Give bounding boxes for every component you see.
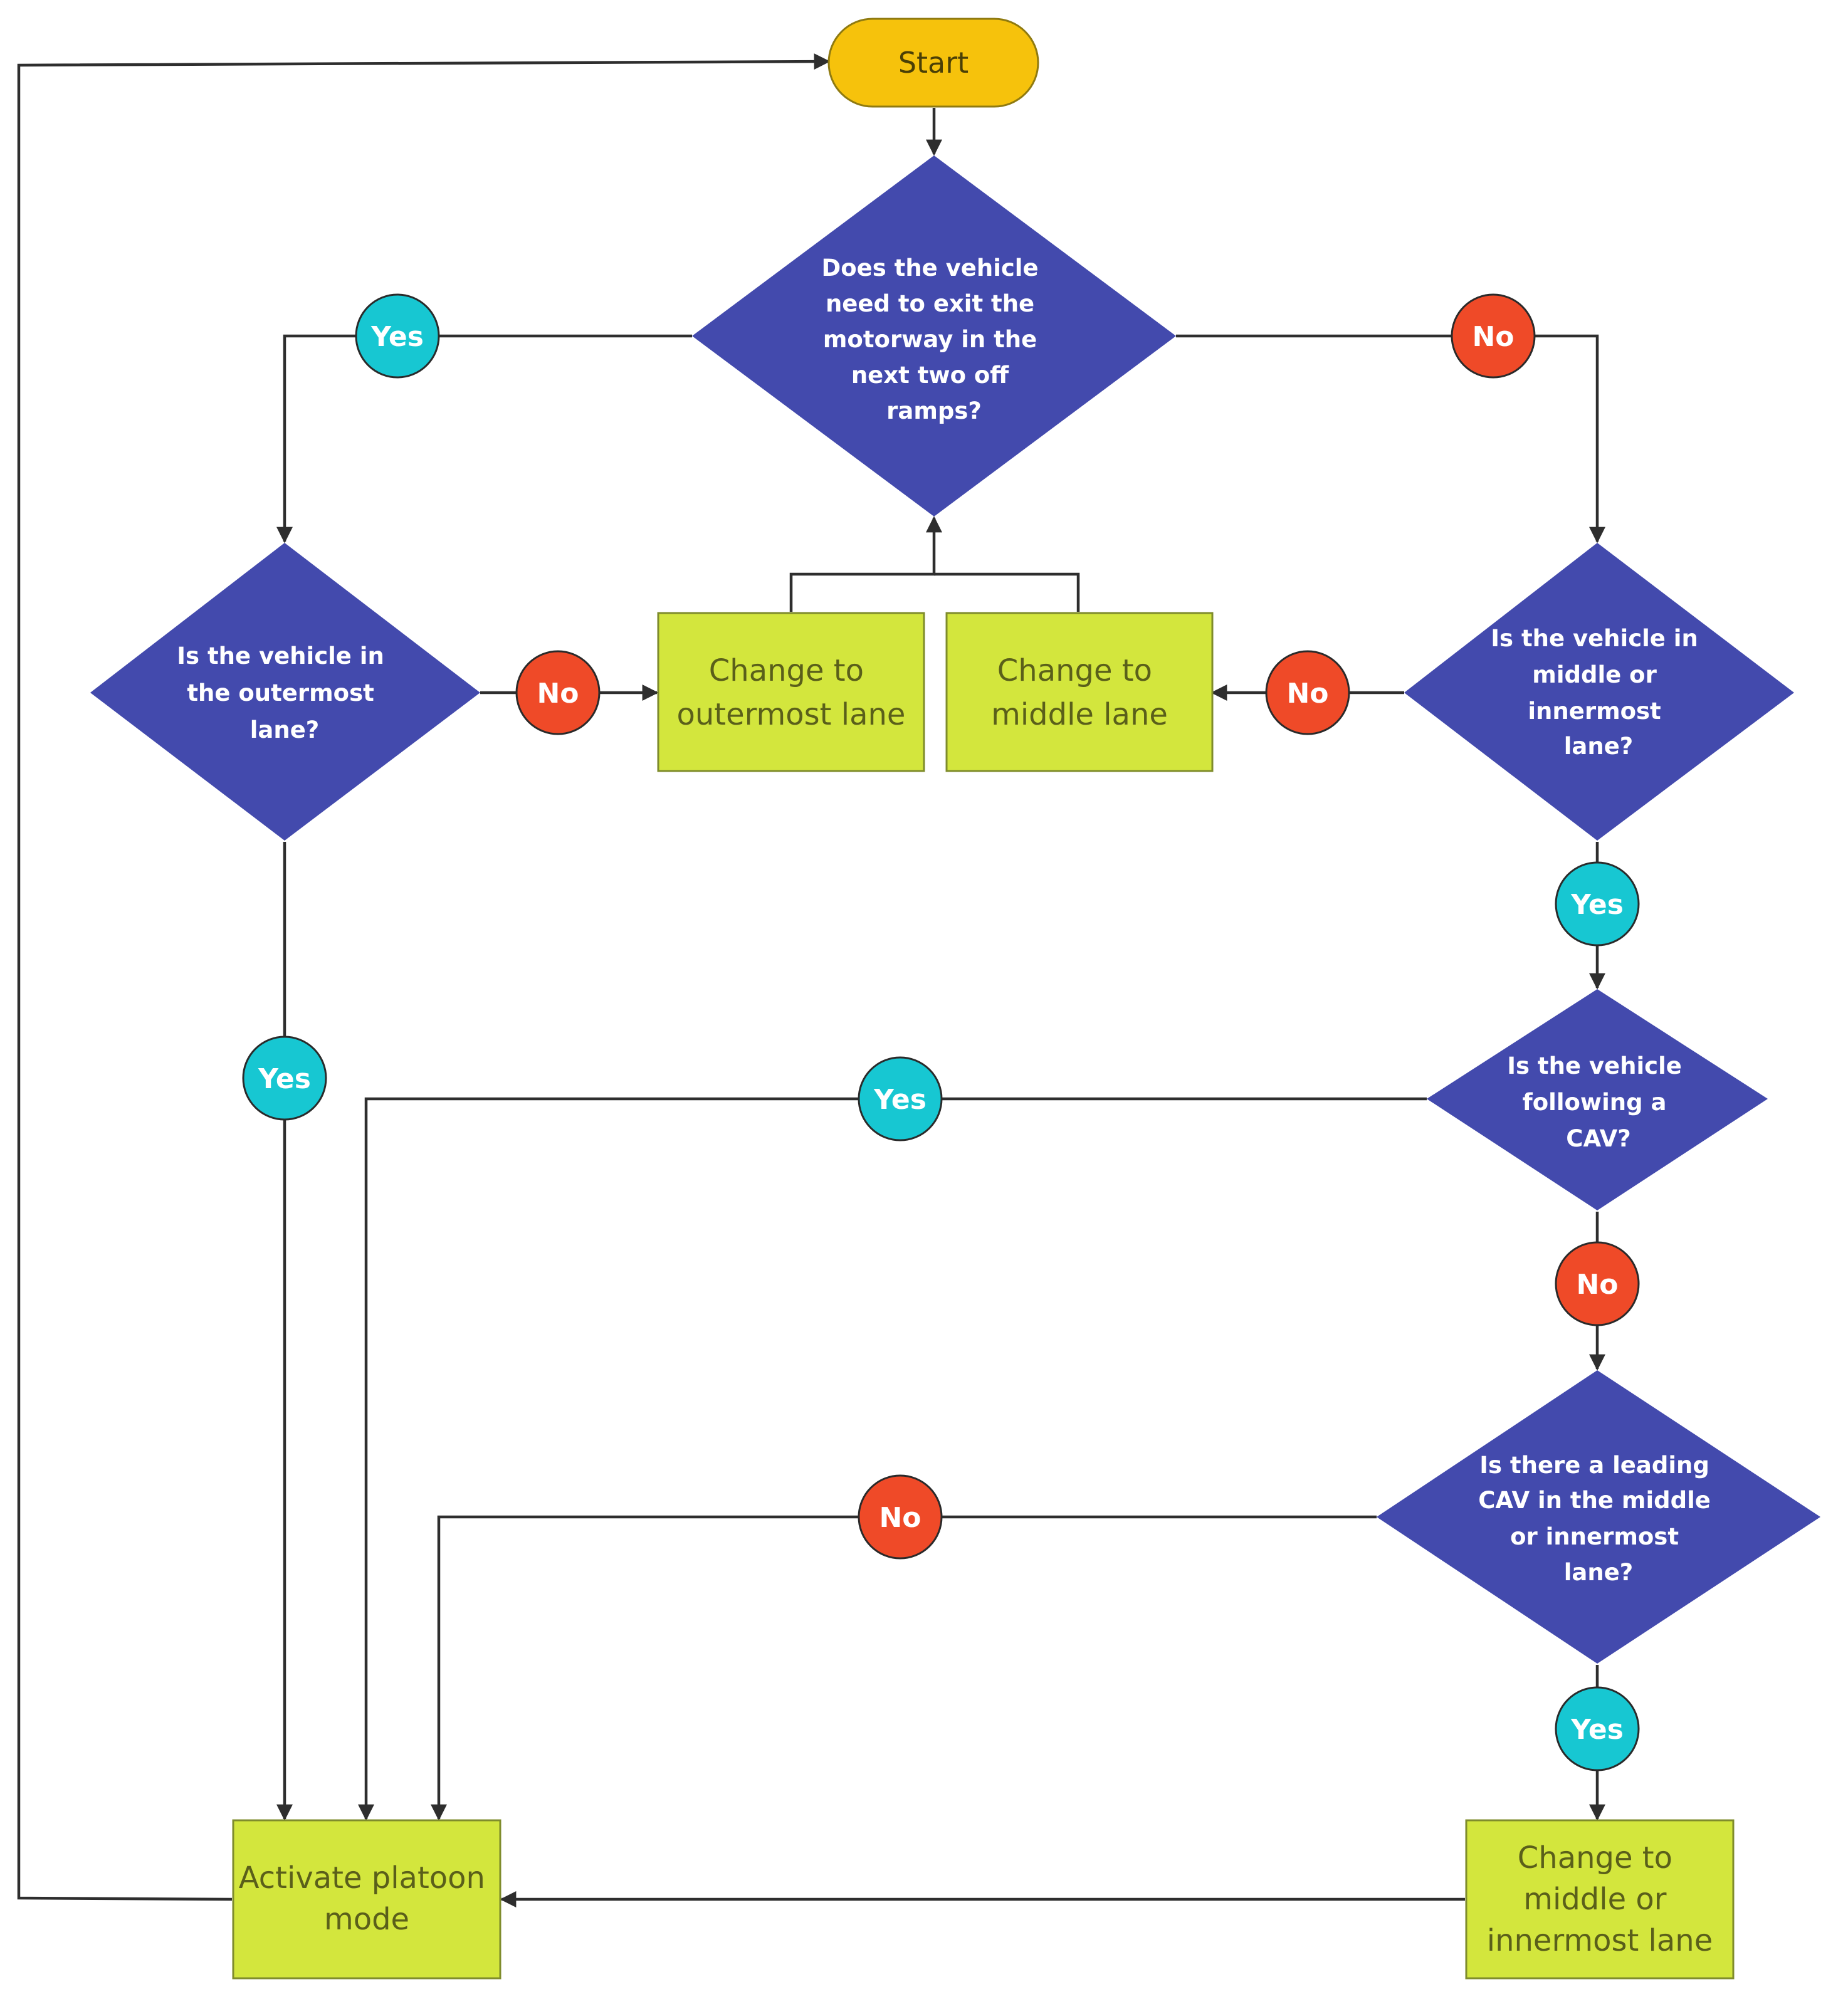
decision-diamond xyxy=(1427,989,1768,1210)
decision-line: ramps? xyxy=(886,397,982,424)
decision-line: Is there a leading xyxy=(1479,1452,1709,1479)
decision-line: following a xyxy=(1523,1089,1667,1116)
yes-badge-label: Yes xyxy=(258,1063,311,1095)
start-node: Start xyxy=(827,18,1039,108)
no-badge-label: No xyxy=(1286,678,1328,710)
decision-line: the outermost xyxy=(187,679,374,706)
edge-platoon-loop-to-start xyxy=(17,53,831,1901)
process-label: Change to middle or innermost lane xyxy=(1487,1840,1713,1958)
no-badge-label: No xyxy=(537,678,579,710)
yes-badge xyxy=(858,1056,943,1141)
badge-no-leading: No xyxy=(858,1474,943,1560)
badge-yes-leading: Yes xyxy=(1555,1686,1640,1771)
decision-label: Does the vehicle need to exit the motorw… xyxy=(822,254,1047,424)
edge-change-outermost-to-exit-decision xyxy=(789,516,942,612)
no-badge-label: No xyxy=(879,1502,921,1534)
badge-no-exit: No xyxy=(1451,293,1536,379)
edge-exit-yes-to-outermost-decision xyxy=(276,334,692,543)
decision-line: Is the vehicle in xyxy=(177,643,384,669)
badge-yes-middle: Yes xyxy=(1555,861,1640,947)
decision-line: CAV? xyxy=(1566,1125,1630,1152)
process-line: middle lane xyxy=(991,697,1168,732)
decision-line: middle or xyxy=(1532,661,1657,688)
decision-diamond xyxy=(692,155,1176,517)
decision-exit-motorway: Does the vehicle need to exit the motorw… xyxy=(692,155,1176,517)
process-label: Change to outermost lane xyxy=(677,653,906,732)
decision-outermost-lane: Is the vehicle in the outermost lane? xyxy=(90,543,480,841)
process-change-outermost: Change to outermost lane xyxy=(657,612,925,772)
process-line: middle or xyxy=(1523,1882,1667,1917)
yes-badge-label: Yes xyxy=(370,321,424,353)
decision-following-cav: Is the vehicle following a CAV? xyxy=(1427,989,1768,1210)
decision-label: Is the vehicle in middle or innermost la… xyxy=(1491,625,1706,760)
decision-diamond xyxy=(1404,543,1794,841)
decision-line: next two off xyxy=(851,362,1009,389)
no-badge xyxy=(1265,650,1350,735)
branch-badges: Yes No No No Yes Yes Yes No xyxy=(242,293,1640,1771)
process-line: Activate platoon xyxy=(239,1860,485,1896)
process-box xyxy=(657,612,925,772)
decision-line: motorway in the xyxy=(823,326,1037,353)
decision-label: Is the vehicle following a CAV? xyxy=(1507,1052,1690,1152)
decision-leading-cav: Is there a leading CAV in the middle or … xyxy=(1377,1370,1820,1664)
decision-line: Is the vehicle xyxy=(1507,1052,1682,1079)
process-label: Activate platoon mode xyxy=(239,1860,495,1937)
yes-badge xyxy=(1555,861,1640,947)
decision-middle-or-innermost: Is the vehicle in middle or innermost la… xyxy=(1404,543,1794,841)
decision-line: lane? xyxy=(250,716,320,743)
no-badge xyxy=(515,650,601,735)
start-label: Start xyxy=(898,46,969,80)
badge-yes-exit: Yes xyxy=(355,293,440,379)
badge-yes-following: Yes xyxy=(858,1056,943,1141)
process-line: Change to xyxy=(997,653,1152,688)
process-box xyxy=(945,612,1214,772)
decision-line: or innermost xyxy=(1510,1523,1679,1550)
process-line: Change to xyxy=(1518,1840,1672,1875)
no-badge-label: No xyxy=(1576,1269,1618,1301)
decision-label: Is the vehicle in the outermost lane? xyxy=(177,643,392,743)
decision-label: Is there a leading CAV in the middle or … xyxy=(1478,1452,1719,1586)
yes-badge xyxy=(355,293,440,379)
decision-line: lane? xyxy=(1564,733,1634,760)
decision-diamond xyxy=(1377,1370,1820,1664)
process-line: outermost lane xyxy=(677,697,906,732)
process-change-middle-or-innermost: Change to middle or innermost lane xyxy=(1465,1819,1735,1980)
decision-line: Does the vehicle xyxy=(822,254,1039,281)
decision-line: need to exit the xyxy=(826,290,1034,317)
decision-line: Is the vehicle in xyxy=(1491,625,1698,652)
process-activate-platoon: Activate platoon mode xyxy=(232,1819,501,1980)
no-badge xyxy=(1451,293,1536,379)
yes-badge-label: Yes xyxy=(1570,889,1624,921)
decision-line: innermost xyxy=(1528,698,1661,725)
yes-badge xyxy=(1555,1686,1640,1771)
no-badge xyxy=(1555,1241,1640,1326)
process-label: Change to middle lane xyxy=(991,653,1168,732)
badge-yes-outermost: Yes xyxy=(242,1036,327,1121)
yes-badge xyxy=(242,1036,327,1121)
edge-following-yes-to-platoon xyxy=(358,1097,1427,1821)
process-box xyxy=(1465,1819,1735,1980)
process-line: innermost lane xyxy=(1487,1923,1713,1958)
yes-badge-label: Yes xyxy=(873,1084,927,1116)
decision-line: lane? xyxy=(1564,1559,1634,1586)
process-line: mode xyxy=(324,1902,409,1937)
decision-line: CAV in the middle xyxy=(1478,1487,1711,1514)
process-line: Change to xyxy=(709,653,864,688)
badge-no-outermost: No xyxy=(515,650,601,735)
yes-badge-label: Yes xyxy=(1570,1714,1624,1746)
edge-change-middle-to-exit-decision xyxy=(934,572,1080,612)
process-change-middle: Change to middle lane xyxy=(945,612,1214,772)
edge-exit-no-to-middle-decision xyxy=(1176,334,1605,543)
no-badge-label: No xyxy=(1472,321,1514,353)
start-terminal xyxy=(827,18,1039,108)
edge-leading-no-to-platoon xyxy=(431,1515,1377,1821)
decision-diamond xyxy=(90,543,480,841)
badge-no-middle: No xyxy=(1265,650,1350,735)
no-badge xyxy=(858,1474,943,1560)
badge-no-following: No xyxy=(1555,1241,1640,1326)
process-box xyxy=(232,1819,501,1980)
